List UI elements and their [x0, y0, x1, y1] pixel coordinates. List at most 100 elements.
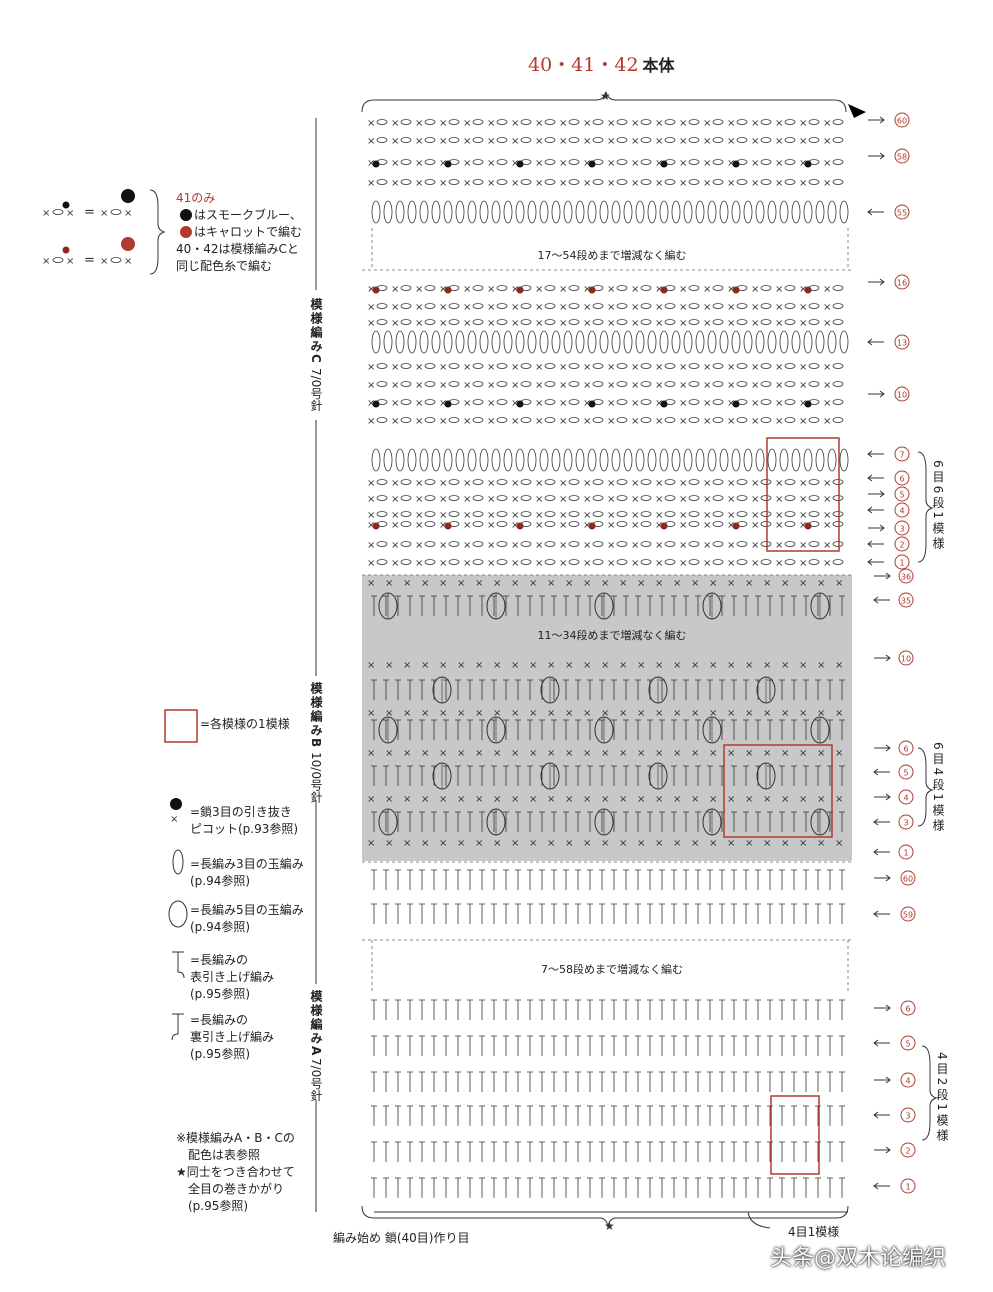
a-row-2-dc [371, 999, 377, 1020]
a-row-0-dc [611, 869, 617, 890]
c-row55-cluster [731, 200, 741, 224]
c-row5-chain [712, 495, 724, 501]
c-row5-chain [448, 495, 460, 501]
c-row4-sc: × [415, 510, 423, 521]
c-row5-sc: × [823, 494, 831, 505]
c-row1-sc: × [511, 558, 519, 569]
c-row7-cluster [827, 448, 837, 472]
a-row-2-dc [455, 999, 461, 1020]
b-row-2-dc [695, 719, 701, 740]
c-row58-chain [544, 159, 556, 165]
b-sc-5: × [493, 838, 501, 849]
b-row-2-dc [731, 719, 737, 740]
c-row60-chain [424, 119, 436, 125]
c-row2-chain [424, 541, 436, 547]
c-row11-sc: × [655, 380, 663, 391]
legend-box-text: =各模様の1模様 [200, 717, 290, 731]
a-row-2-dc [815, 999, 821, 1020]
a-row-5-dc [383, 1105, 389, 1126]
c-row13-cluster [383, 330, 393, 354]
a-row-0-dc [563, 869, 569, 890]
a-row-6-dc [839, 1141, 845, 1162]
a-row-5-dc [791, 1105, 797, 1126]
c-row59-chain [520, 137, 532, 143]
a-row-3-dc [647, 1035, 653, 1056]
c-row7-cluster [683, 448, 693, 472]
a-row-5-dc [815, 1105, 821, 1126]
a-row-6-dc [491, 1141, 497, 1162]
b-sc-3: × [511, 748, 519, 759]
c-row4-sc: × [607, 510, 615, 521]
a-row-2-dc [539, 999, 545, 1020]
c-row6-sc: × [751, 478, 759, 489]
c-row15-chain [592, 303, 604, 309]
c-row12-sc: × [751, 362, 759, 373]
a-row-circle [900, 1178, 916, 1194]
b-row-number: 35 [901, 597, 911, 606]
b-row-0-dc [743, 595, 749, 616]
a-row-4-dc [839, 1071, 845, 1092]
c-row59-sc: × [583, 136, 591, 147]
b-row-3-dc [779, 765, 785, 786]
c-row15-chain [448, 303, 460, 309]
c-row10-chain [616, 399, 628, 405]
c-row1-sc: × [487, 558, 495, 569]
a-row-3-dc [467, 1035, 473, 1056]
c-row59-sc: × [511, 136, 519, 147]
b-row-0-dc [575, 595, 581, 616]
a-row-6-dc [479, 1141, 485, 1162]
top-star: ★ [600, 89, 611, 103]
a-row-number: 5 [905, 1040, 910, 1049]
b-row-4-dc [755, 811, 761, 832]
c-row5-sc: × [631, 494, 639, 505]
c-row14-sc: × [415, 318, 423, 329]
c-row14-chain [424, 319, 436, 325]
c-row59-chain [832, 137, 844, 143]
b-sc-4: × [799, 794, 807, 805]
legend-color-note: 41のみ はスモークブルー、 はキャロットで編む 40・42は模様編みCと 同じ… [176, 190, 302, 275]
a-row-4-dc [695, 1071, 701, 1092]
a-row-7-dc [803, 1177, 809, 1198]
b-row-0-dc [515, 595, 521, 616]
a-row-6-dc [587, 1141, 593, 1162]
c-row57-chain [568, 179, 580, 185]
b-row-0-dc [371, 595, 377, 616]
b-sc-4: × [385, 794, 393, 805]
c-row12-chain [736, 363, 748, 369]
c-row1-chain [760, 559, 772, 565]
a-row-0-dc [551, 869, 557, 890]
c-row1-sc: × [367, 558, 375, 569]
c-row5-sc: × [607, 494, 615, 505]
c-row16-chain [400, 285, 412, 291]
b-row-0-dc [563, 595, 569, 616]
c-row12-sc: × [439, 362, 447, 373]
b-sc-1: × [835, 660, 843, 671]
c-row59-sc: × [535, 136, 543, 147]
c-row4-chain [640, 511, 652, 517]
c-row9-sc: × [583, 416, 591, 427]
a-row-4-dc [455, 1071, 461, 1092]
a-row-7-dc [515, 1177, 521, 1198]
a-arrow-right [874, 874, 891, 882]
c-row7-cluster [443, 448, 453, 472]
c-row15-sc: × [679, 302, 687, 313]
c-row1-sc: × [391, 558, 399, 569]
c-row12-chain [520, 363, 532, 369]
a-row-6-dc [695, 1141, 701, 1162]
c-row57-sc: × [439, 178, 447, 189]
b-sc-1: × [367, 660, 375, 671]
a-row-5-dc [839, 1105, 845, 1126]
c-row2-sc: × [823, 540, 831, 551]
a-row-7-dc [647, 1177, 653, 1198]
c-row9-chain [808, 417, 820, 423]
a-row-6-dc [371, 1141, 377, 1162]
c-row11-chain [664, 381, 676, 387]
a-row-3-dc [527, 1035, 533, 1056]
b-sc-5: × [781, 838, 789, 849]
a-row-7-dc [695, 1177, 701, 1198]
c-row15-chain [544, 303, 556, 309]
c-row12-sc: × [823, 362, 831, 373]
c-row11-chain [616, 381, 628, 387]
a-row-3-dc [623, 1035, 629, 1056]
c-row14-chain [664, 319, 676, 325]
